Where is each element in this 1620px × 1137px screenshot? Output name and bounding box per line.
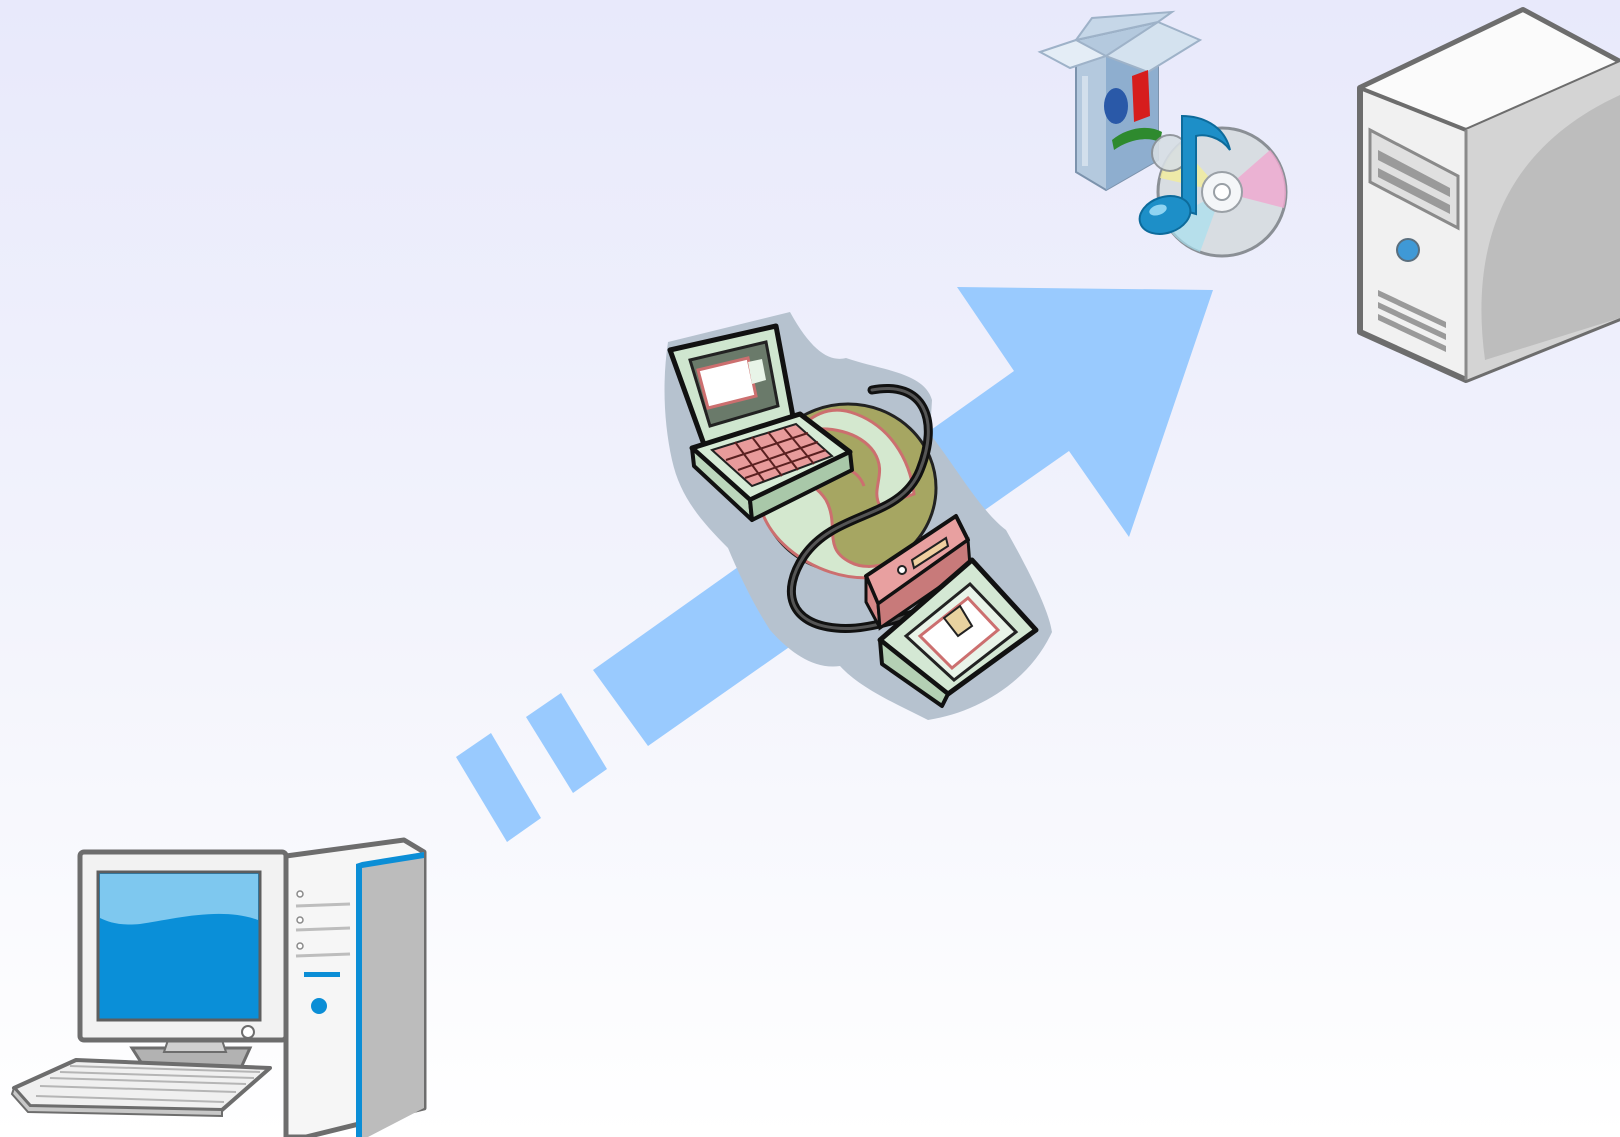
networked-computers-globe-icon bbox=[664, 312, 1052, 720]
arrow-dash-1 bbox=[456, 733, 541, 842]
software-media-package-icon bbox=[1037, 10, 1288, 258]
arrow-dash-2 bbox=[526, 693, 607, 793]
tower-server-icon bbox=[1357, 7, 1620, 383]
desktop-computer-icon bbox=[10, 837, 427, 1137]
